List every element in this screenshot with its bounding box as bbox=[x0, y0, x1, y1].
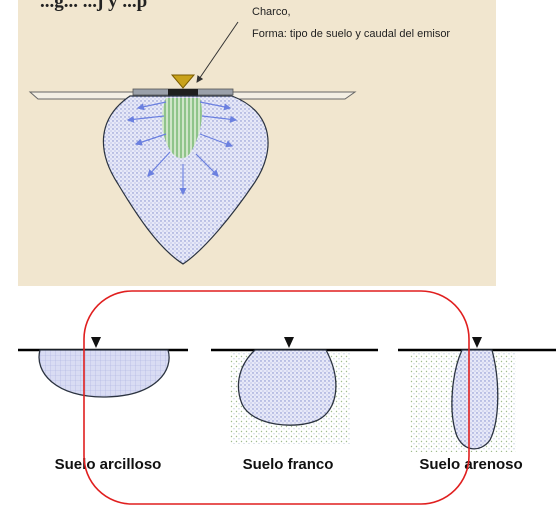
cropped-title: ...g... ...j y ...p bbox=[40, 0, 556, 13]
emitter-base bbox=[168, 89, 198, 96]
soil-label-loam: Suelo franco bbox=[243, 456, 334, 473]
soil-comparison: Suelo arcilloso Suelo franco Suelo areno… bbox=[18, 337, 556, 473]
callout-line-2: Forma: tipo de suelo y caudal del emisor bbox=[252, 28, 450, 40]
triangle-down-icon bbox=[91, 337, 101, 348]
clay-wetting-bulb bbox=[39, 350, 169, 397]
triangle-down-icon bbox=[472, 337, 482, 348]
top-panel: Charco, Forma: tipo de suelo y caudal de… bbox=[18, 0, 496, 286]
soil-label-clay: Suelo arcilloso bbox=[55, 456, 162, 473]
triangle-down-icon bbox=[284, 337, 294, 348]
soil-label-sand: Suelo arenoso bbox=[419, 456, 522, 473]
sand-wetting-bulb bbox=[452, 350, 498, 449]
loam-wetting-bulb bbox=[238, 350, 335, 425]
